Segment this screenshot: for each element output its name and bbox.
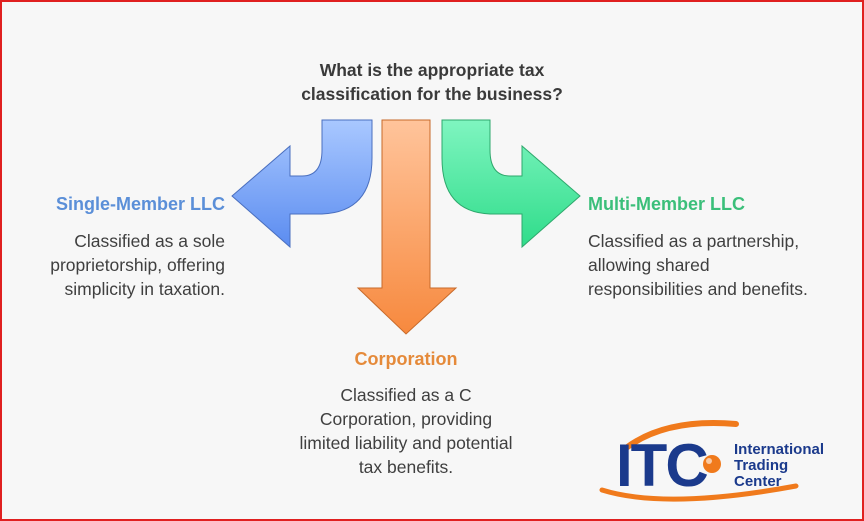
desc-line: proprietorship, offering (50, 255, 225, 275)
single-member-llc-description: Classified as a sole proprietorship, off… (20, 229, 225, 301)
question-line-1: What is the appropriate tax (319, 60, 545, 80)
desc-line: Classified as a partnership, (588, 231, 800, 251)
multi-member-llc-description: Classified as a partnership, allowing sh… (588, 229, 850, 301)
desc-line: Classified as a sole (74, 231, 225, 251)
desc-line: responsibilities and benefits. (588, 279, 808, 299)
right-curved-arrow (441, 119, 581, 249)
central-question: What is the appropriate tax classificati… (232, 58, 632, 106)
multi-member-llc-title: Multi-Member LLC (588, 194, 745, 214)
desc-line: simplicity in taxation. (64, 279, 225, 299)
center-down-arrow (356, 119, 458, 335)
desc-line: tax benefits. (358, 457, 454, 477)
question-line-2: classification for the business? (301, 84, 563, 104)
logo-line-center: Center (734, 473, 782, 490)
corporation-description: Classified as a C Corporation, providing… (268, 383, 544, 479)
itc-letters: ITC (616, 432, 707, 499)
itc-logo-mark: ITC (599, 420, 799, 502)
itc-logo: ITC International Trading Center (596, 412, 848, 512)
desc-line: allowing shared (588, 255, 710, 275)
logo-line-trading: Trading (734, 457, 789, 474)
desc-line: Corporation, providing (319, 409, 493, 429)
desc-line: Classified as a C (340, 385, 472, 405)
logo-line-international: International (734, 441, 825, 458)
left-curved-arrow (231, 119, 373, 249)
corporation-title: Corporation (354, 349, 458, 369)
single-member-llc-title: Single-Member LLC (55, 194, 225, 214)
desc-line: limited liability and potential (299, 433, 513, 453)
